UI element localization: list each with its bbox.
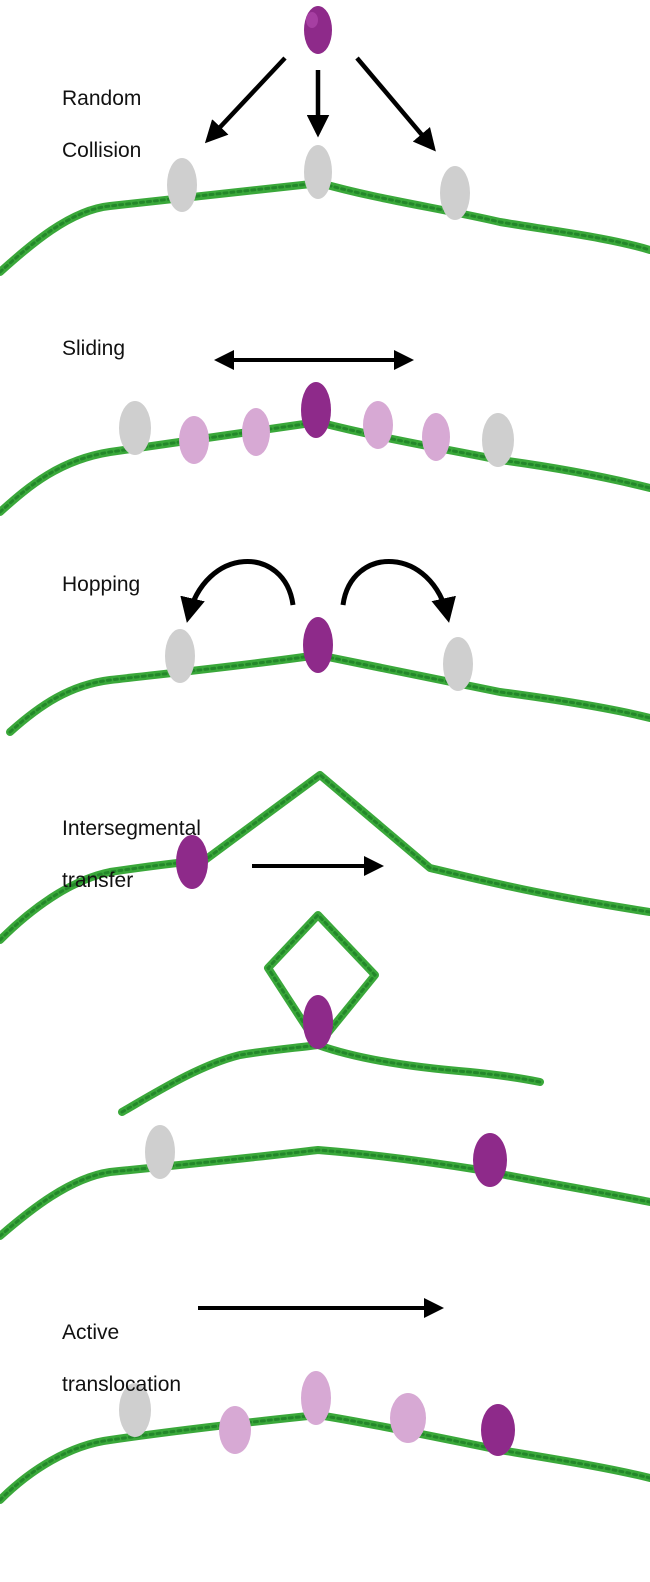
protein-trace (422, 413, 450, 461)
dna-strand (6, 650, 650, 736)
protein-ghost-left (167, 158, 197, 212)
panel-random-collision (0, 6, 650, 276)
protein-trace (179, 416, 209, 464)
protein-trace (301, 1371, 331, 1425)
arrow-left (204, 56, 287, 144)
protein-trace (219, 1406, 251, 1454)
label-hopping: Hopping (62, 573, 141, 596)
protein-ghost (119, 401, 151, 455)
panel-intersegmental-transfer (0, 771, 650, 1240)
label-active-translocation-line1: Active (62, 1321, 120, 1344)
dna-strand-texture (0, 1413, 650, 1502)
label-random-collision-line2: Collision (62, 139, 142, 162)
hop-arrow-right (340, 559, 456, 623)
protein-trace (390, 1393, 426, 1443)
dna-strand-loop-texture (120, 912, 542, 1114)
label-random-collision-line1: Random (62, 87, 142, 110)
label-intersegmental-transfer-line2: transfer (62, 869, 134, 892)
protein-ghost-center (304, 145, 332, 199)
protein-ghost (145, 1125, 175, 1179)
dna-strand-final (0, 1145, 650, 1240)
protein-ghost (119, 1383, 151, 1437)
label-active-translocation-line2: translocation (62, 1373, 182, 1396)
label-intersegmental-transfer: Intersegmental transfer (62, 790, 201, 920)
arrow-right (355, 56, 436, 152)
protein-active (481, 1404, 515, 1456)
label-intersegmental-transfer-line1: Intersegmental (62, 817, 201, 840)
protein-ghost-right (440, 166, 470, 220)
protein-ghost-right (443, 637, 473, 691)
protein-active (473, 1133, 507, 1187)
protein-active (176, 835, 208, 889)
label-random-collision: Random Collision (62, 60, 141, 190)
protein-active (301, 382, 331, 438)
panel-active-translocation (0, 1298, 650, 1504)
protein-ghost (482, 413, 514, 467)
label-active-translocation: Active translocation (62, 1294, 181, 1424)
hop-arrow-left (180, 559, 296, 623)
label-sliding: Sliding (62, 337, 126, 360)
dna-strand-final-texture (0, 1148, 650, 1238)
panel-hopping (6, 559, 650, 736)
protein-active (303, 617, 333, 673)
protein-trace (242, 408, 270, 456)
protein-active (303, 995, 333, 1049)
protein-trace (363, 401, 393, 449)
protein-active (304, 6, 332, 54)
protein-ghost-left (165, 629, 195, 683)
dna-strand (0, 178, 650, 276)
dna-strand-texture (0, 420, 650, 514)
dna-strand-texture (8, 653, 650, 734)
panel-sliding (0, 350, 650, 516)
